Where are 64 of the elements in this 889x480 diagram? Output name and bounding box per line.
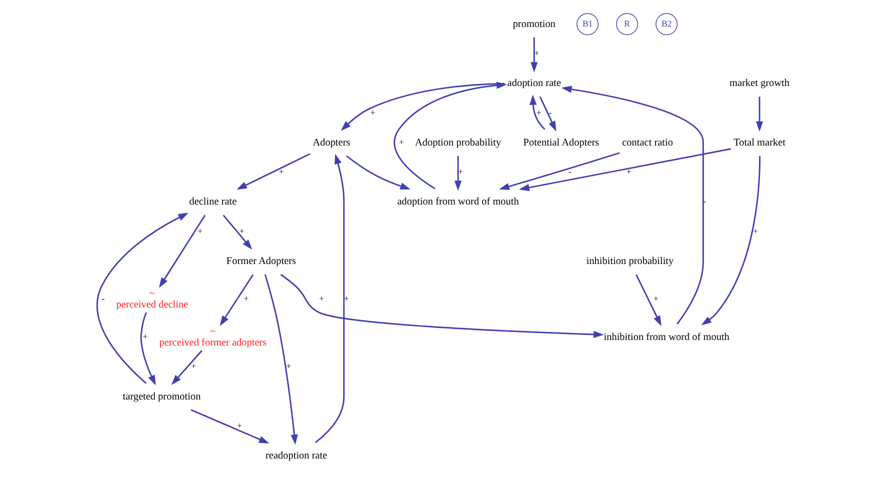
arrow [530,94,546,130]
arrow [96,212,189,384]
node-text: promotion [512,18,556,30]
node-text: Adopters [312,137,350,148]
arrow [519,148,732,192]
node-text: Former Adopters [226,256,296,267]
label: B1 [582,18,593,28]
arrow [636,274,662,326]
arrow [454,156,462,191]
arrow [171,350,202,385]
edge-label: - [568,166,572,177]
arrow [140,312,156,386]
node-text: inhibition probability [586,256,674,267]
edge-label: - [703,196,706,206]
edge-label: + [237,420,242,430]
edge-label: + [536,107,542,118]
edge-label: + [286,361,292,372]
node-text: readoption rate [266,450,328,462]
arrow [539,96,556,132]
edge-label: - [548,107,552,118]
edge-label: + [398,136,404,147]
node-text: targeted promotion [122,391,201,402]
edge-label: + [244,294,249,304]
edge-label: + [753,226,758,236]
edge-label: + [654,294,658,304]
arrow [561,86,704,324]
arrow [236,153,310,190]
node-text: Adoption probability [414,137,502,148]
arrow [314,154,345,444]
arrow [346,155,411,190]
arrow [701,156,761,326]
edge-label: + [458,166,464,177]
edge-label: + [278,166,284,177]
arrow [220,274,254,326]
arrow [280,274,604,338]
arrow [190,409,270,444]
edge-label: + [142,332,148,342]
edge-label: + [626,166,632,177]
edge-label: + [239,226,244,236]
label: B2 [661,18,672,28]
node-text: decline rate [189,196,237,208]
node-text: Potential Adopters [523,137,600,148]
arrow [340,82,505,131]
node-text: Total market [734,137,786,148]
edge-label: + [319,294,324,304]
node-text: ~ perceived decline [116,288,188,310]
node-text: ~ perceived former adopters [159,326,267,349]
arrow [394,82,507,190]
node-text: contact ratio [622,137,673,148]
edge-label: + [198,226,203,236]
arrow [499,152,620,190]
arrow [222,214,252,250]
edge-label: + [344,294,349,304]
node-text: market growth [730,78,790,90]
edge-label: + [370,107,376,118]
arrow [756,96,764,132]
node-text: adoption rate [507,78,562,90]
edge-label: + [191,361,196,372]
label: R [624,18,630,28]
arrow [158,214,206,288]
edge-label: - [102,294,105,304]
arrow [264,274,298,445]
node-text: inhibition from word of mouth [604,332,730,344]
node-text: adoption from word of mouth [397,196,519,208]
